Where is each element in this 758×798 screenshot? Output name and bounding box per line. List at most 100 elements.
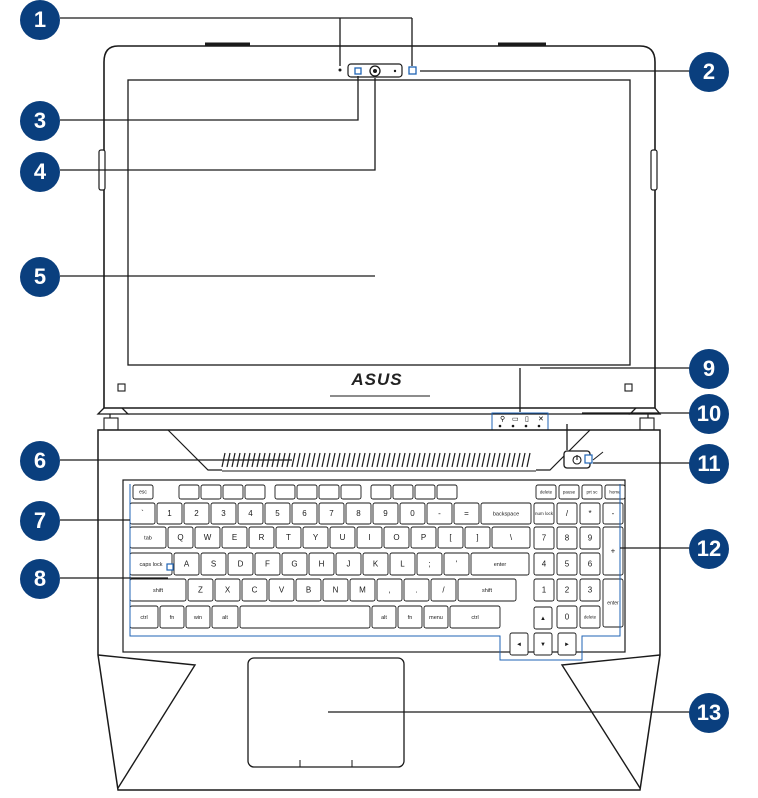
- vent-slat: [411, 452, 416, 468]
- key-numpad-2: 2: [556, 578, 578, 602]
- caps-lock-indicator: [166, 563, 174, 571]
- key-label: 0: [410, 509, 415, 518]
- key-letter: \: [491, 526, 531, 549]
- key-arrow-down: ▼: [533, 632, 553, 656]
- vent-slat: [471, 452, 476, 468]
- callout-10: 10: [689, 394, 729, 434]
- key-label: shift: [482, 588, 493, 594]
- key-label: ►: [564, 642, 570, 648]
- key-numpad-6: 6: [579, 552, 601, 576]
- key-f1: [178, 484, 200, 500]
- callout-11: 11: [689, 444, 729, 484]
- key-mod: alt: [211, 605, 239, 629]
- key-f8: [340, 484, 362, 500]
- key-numpad-8: 8: [556, 526, 578, 550]
- key-label: ctrl: [140, 615, 147, 621]
- brand-logo: ASUS: [351, 370, 403, 389]
- key-label: fn: [408, 615, 413, 621]
- key-letter: X: [214, 578, 241, 602]
- key-label: 3: [588, 586, 593, 595]
- key-numpad-7: 7: [533, 526, 555, 550]
- key-label: I: [368, 533, 370, 542]
- vent-slat: [431, 452, 436, 468]
- key-letter: ,: [376, 578, 403, 602]
- key-label: 7: [542, 534, 547, 543]
- key-label: Q: [177, 533, 183, 542]
- key-label: ◄: [516, 642, 522, 648]
- key-label: ▲: [540, 616, 546, 622]
- key-label: Z: [198, 586, 203, 595]
- key-label: prt sc: [586, 490, 598, 495]
- key-letter: B: [295, 578, 322, 602]
- key-label: /: [566, 509, 569, 518]
- callout-6: 6: [20, 441, 60, 481]
- callout-2: 2: [689, 52, 729, 92]
- key-label: -: [612, 509, 615, 518]
- callout-1: 1: [20, 0, 60, 40]
- key-num: 0: [399, 502, 426, 525]
- key-label: /: [442, 586, 445, 595]
- key-label: K: [373, 560, 379, 569]
- key-num: 7: [318, 502, 345, 525]
- callout-7: 7: [20, 501, 60, 541]
- callout-13: 13: [689, 693, 729, 733]
- vent-slat: [461, 452, 466, 468]
- key-label: ]: [476, 533, 478, 542]
- key-label: 4: [542, 560, 547, 569]
- key-label: backspace: [493, 511, 519, 517]
- key-label: delete: [584, 615, 597, 620]
- key-label: U: [340, 533, 346, 542]
- key-label: 4: [248, 509, 253, 518]
- key-letter: C: [241, 578, 268, 602]
- key-numpad-0: 0: [556, 605, 578, 629]
- key-label: 3: [221, 509, 226, 518]
- vent-slat: [451, 452, 456, 468]
- power-indicator: [584, 454, 593, 464]
- key-label: V: [279, 586, 285, 595]
- key-enter: enter: [470, 552, 530, 576]
- key-f6: [296, 484, 318, 500]
- key-label: W: [204, 533, 212, 542]
- key-label: ▼: [540, 642, 546, 648]
- key-label: D: [238, 560, 244, 569]
- key-label: enter: [494, 562, 507, 568]
- key-label: R: [259, 533, 265, 542]
- key-num: 5: [264, 502, 291, 525]
- key-label: 8: [356, 509, 361, 518]
- key-tab: tab: [129, 526, 167, 549]
- key-esc: esc: [132, 484, 154, 500]
- vent-slat: [376, 452, 381, 468]
- key-label: shift: [153, 588, 164, 594]
- key-letter: W: [194, 526, 221, 549]
- key-shift: shift: [457, 578, 517, 602]
- vent-slat: [301, 452, 306, 468]
- svg-text:▭: ▭: [512, 416, 519, 423]
- key-letter: ;: [416, 552, 443, 576]
- key-label: H: [319, 560, 325, 569]
- vent-slat: [336, 452, 341, 468]
- key-letter: O: [383, 526, 410, 549]
- key-letter: [: [437, 526, 464, 549]
- key-label: 0: [565, 613, 570, 622]
- key-letter: F: [254, 552, 281, 576]
- key-mod: ctrl: [449, 605, 501, 629]
- key-label: win: [193, 615, 202, 621]
- key-label: alt: [222, 615, 228, 621]
- key-label: ,: [388, 586, 390, 595]
- vent-slat: [416, 452, 421, 468]
- key-label: L: [400, 560, 405, 569]
- key-label: pause: [563, 490, 576, 495]
- vent-slat: [401, 452, 406, 468]
- callout-4: 4: [20, 152, 60, 192]
- key-label: S: [211, 560, 216, 569]
- vent-slat: [291, 452, 296, 468]
- vent-slat: [381, 452, 386, 468]
- key-f10: [392, 484, 414, 500]
- key-letter: I: [356, 526, 383, 549]
- key-label: C: [252, 586, 258, 595]
- key-label: E: [232, 533, 237, 542]
- key-numpad-4: 4: [533, 552, 555, 576]
- key-label: enter: [607, 601, 619, 607]
- vent-slat: [326, 452, 331, 468]
